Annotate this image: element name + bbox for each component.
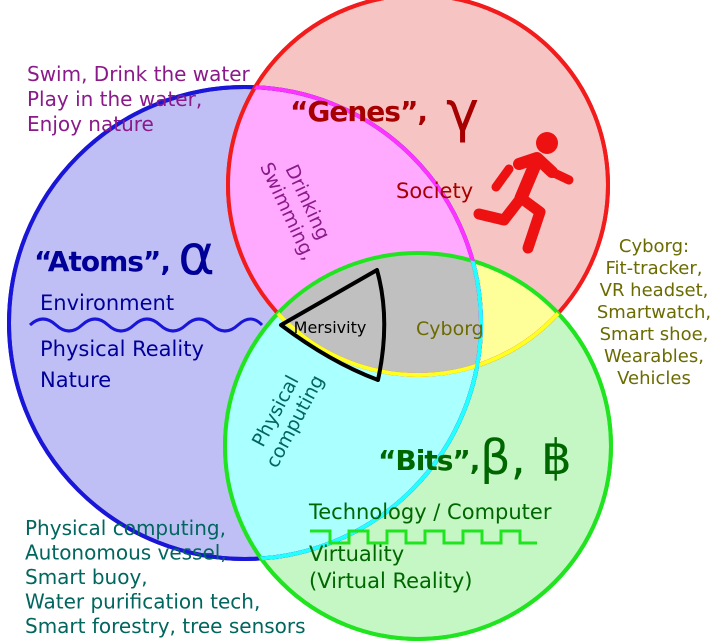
- note-bottom-left-line: Physical computing,: [25, 516, 226, 540]
- genes-label: Society: [396, 179, 473, 203]
- note-bottom-left-line: Smart forestry, tree sensors: [25, 614, 306, 638]
- note-bottom-left-line: Smart buoy,: [25, 565, 148, 589]
- note-right-line: Cyborg:: [619, 236, 689, 257]
- atoms-line-nature: Nature: [40, 368, 111, 392]
- note-right-line: Vehicles: [617, 368, 691, 389]
- note-bottom-left: Physical computing,Autonomous vessel,Sma…: [25, 516, 306, 638]
- atoms-symbol: α: [178, 223, 215, 288]
- overlap-genes-bits-label: Cyborg: [416, 318, 484, 340]
- overlap-edge-yellow: [226, 253, 610, 377]
- note-top-left-line: Swim, Drink the water: [27, 62, 251, 86]
- bits-line-virtual-reality: (Virtual Reality): [309, 569, 472, 593]
- bits-line-virtuality: Virtuality: [309, 542, 404, 566]
- note-top-left-line: Enjoy nature: [27, 112, 154, 136]
- note-right-line: Wearables,: [604, 346, 704, 367]
- bits-circle-outline: [223, 251, 613, 641]
- note-right-line: Fit-tracker,: [606, 258, 703, 279]
- note-right: Cyborg:Fit-tracker,VR headset,Smartwatch…: [597, 236, 711, 389]
- note-right-line: VR headset,: [600, 280, 709, 301]
- note-bottom-left-line: Autonomous vessel,: [25, 541, 227, 565]
- bits-symbol: β, ฿: [480, 430, 572, 486]
- note-right-line: Smart shoe,: [600, 324, 709, 345]
- bits-line-technology: Technology / Computer: [308, 500, 552, 524]
- atoms-title: “Atoms”,: [34, 245, 170, 278]
- center-outline: [279, 268, 387, 382]
- center-label: Mersivity: [294, 318, 367, 337]
- note-top-left-line: Play in the water,: [27, 87, 202, 111]
- atoms-line-physical-reality: Physical Reality: [40, 337, 204, 361]
- bits-title: “Bits”,: [378, 444, 479, 477]
- runner-icon: [473, 132, 574, 254]
- genes-symbol: γ: [446, 80, 479, 145]
- note-right-line: Smartwatch,: [597, 302, 711, 323]
- square-wave-line: [310, 529, 537, 545]
- wavy-line: [28, 317, 264, 333]
- note-bottom-left-line: Water purification tech,: [25, 590, 260, 614]
- genes-title: “Genes”,: [290, 95, 427, 128]
- atoms-line-environment: Environment: [40, 291, 174, 315]
